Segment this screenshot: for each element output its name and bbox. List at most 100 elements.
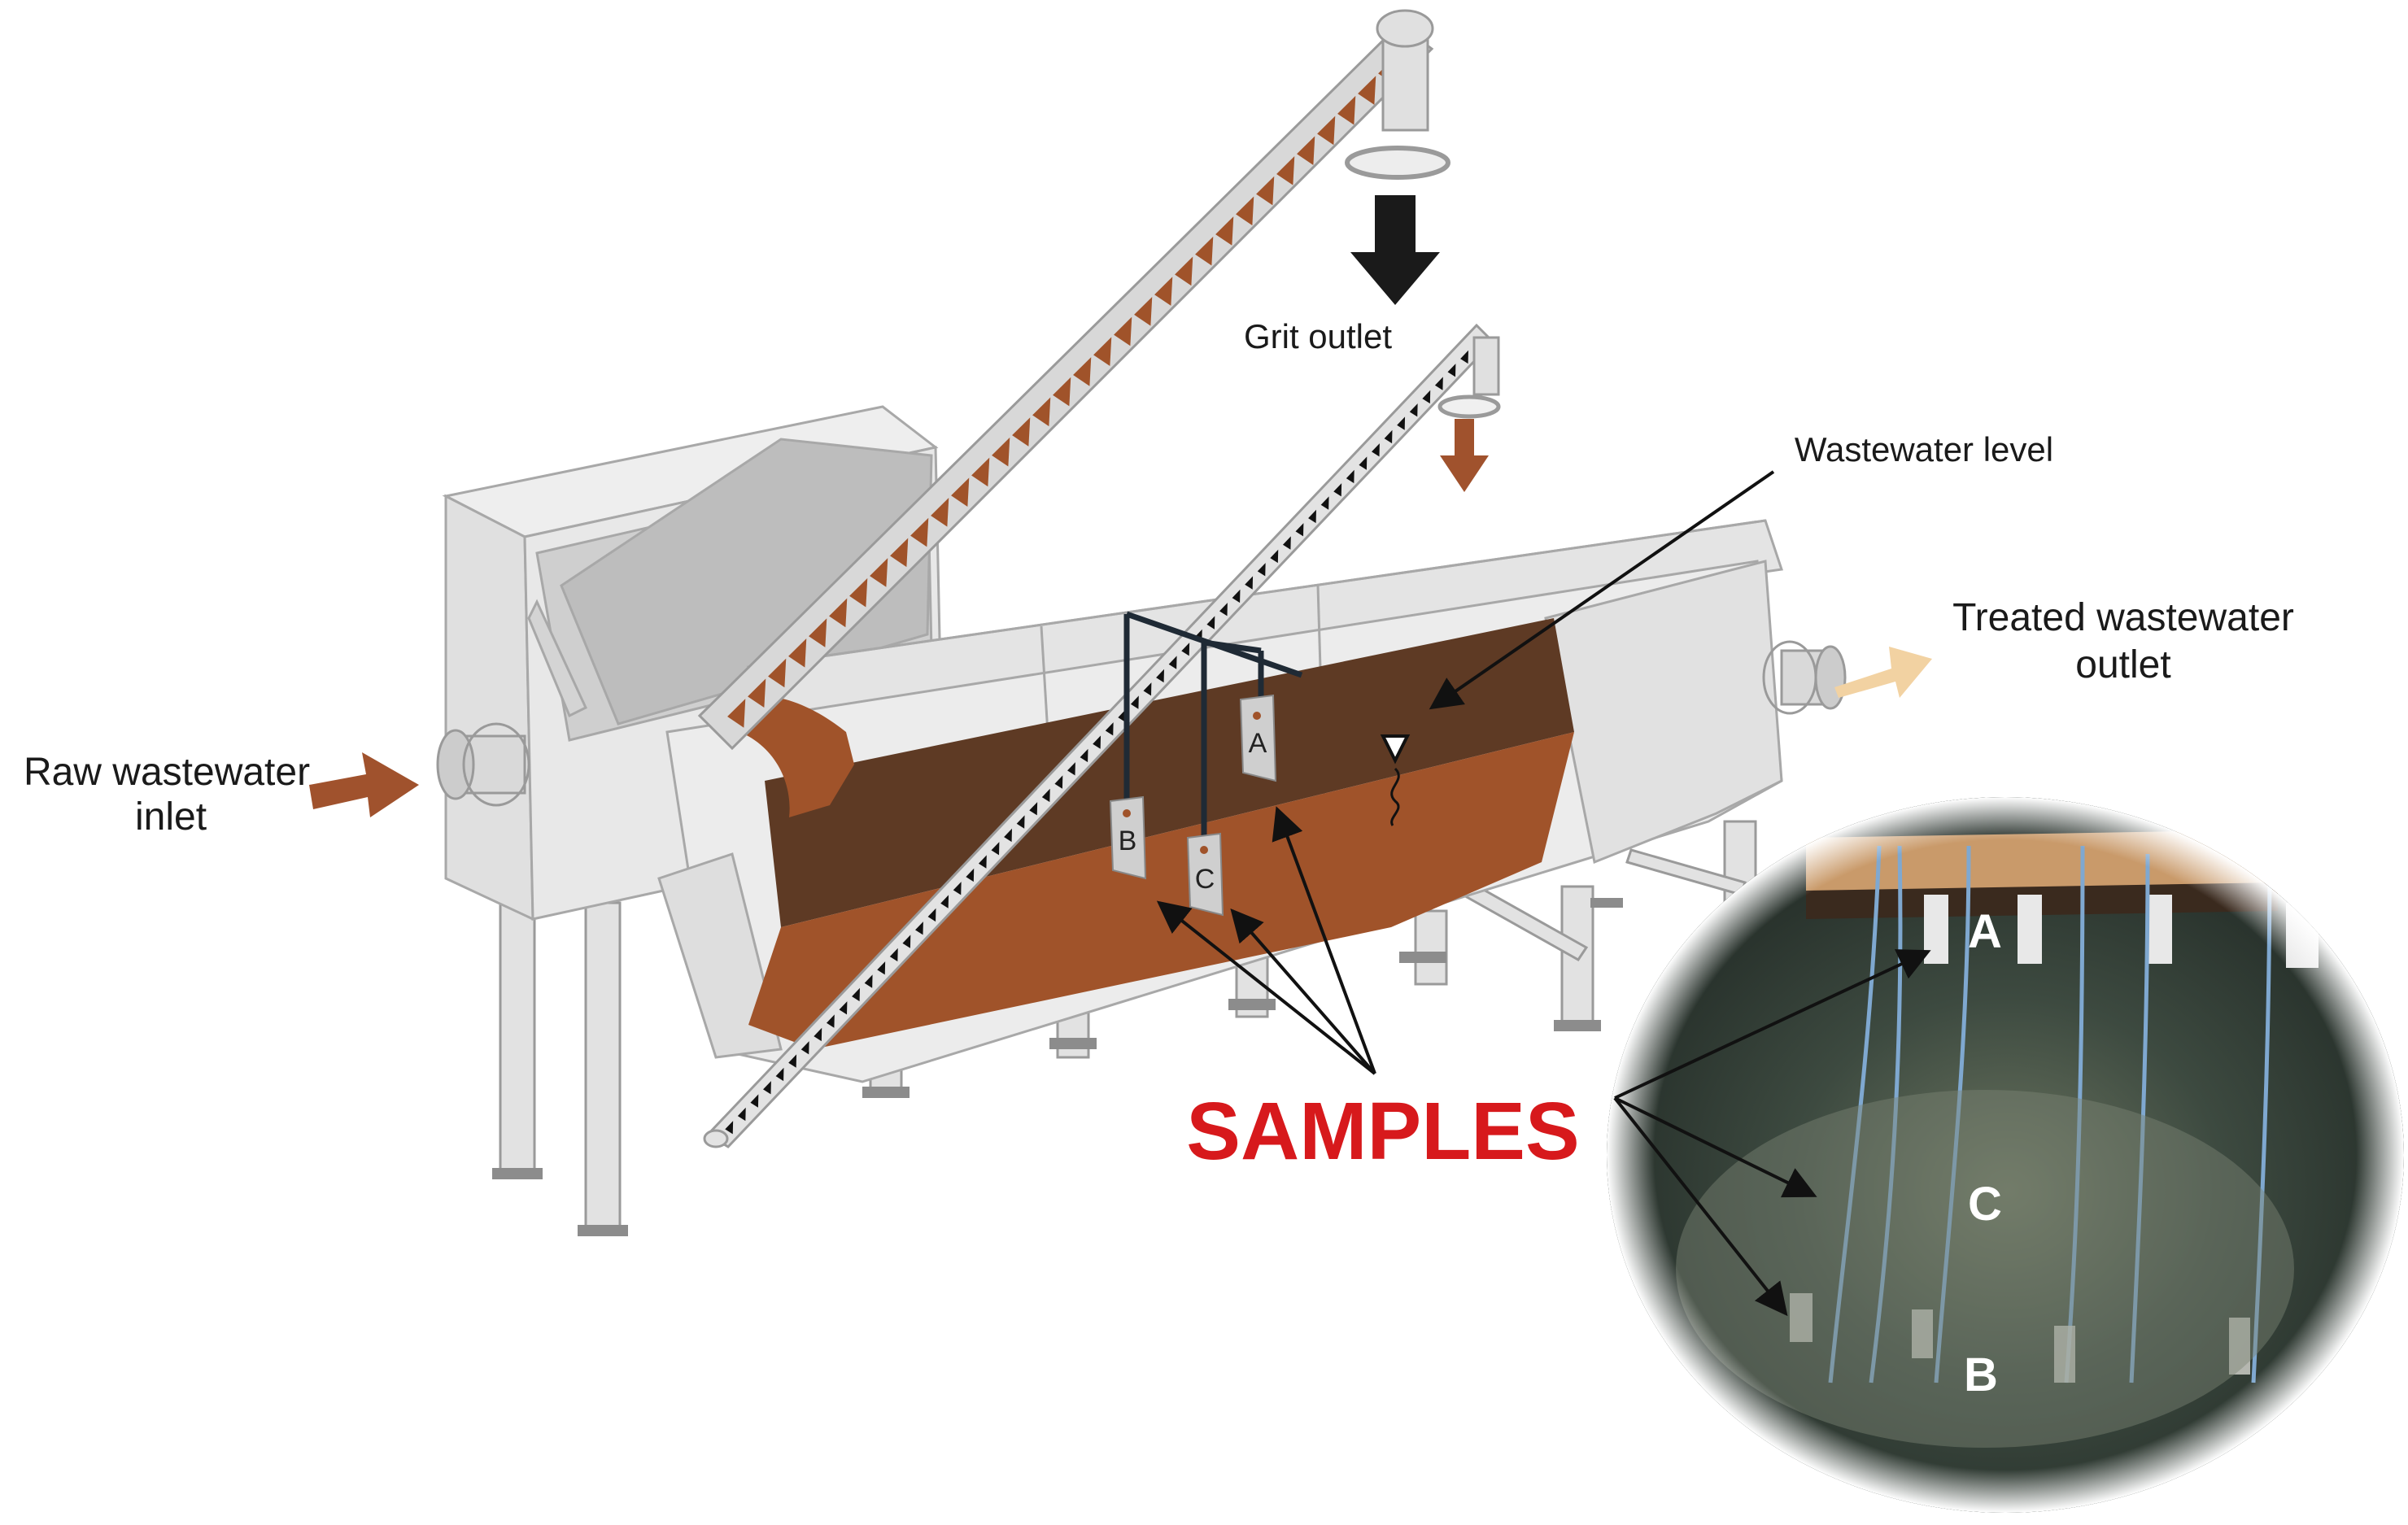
skimmer-flight <box>966 868 975 882</box>
water-level-symbol <box>1380 734 1411 826</box>
pointer-arrows <box>1156 470 1931 1317</box>
auger-flight <box>931 498 949 527</box>
skimmer-flight <box>839 1001 848 1015</box>
skimmer-flight <box>915 922 923 935</box>
skimmer-flight <box>763 1081 771 1095</box>
wastewater-layer <box>765 618 1574 927</box>
skimmer-flight <box>1029 802 1038 816</box>
sample-tag-c-label: C <box>1195 864 1215 895</box>
skimmer-flight <box>1422 390 1431 404</box>
auger-flight <box>1236 196 1254 226</box>
skimmer-flight <box>1308 509 1316 524</box>
samples-label: SAMPLES <box>1186 1086 1579 1177</box>
skimmer-flight <box>826 1014 835 1028</box>
skimmer-flight <box>978 855 987 869</box>
auger-flight <box>1337 95 1356 125</box>
skimmer-flight <box>877 961 886 975</box>
leg-feet <box>492 898 1769 1236</box>
auger-flight <box>809 618 827 647</box>
skimmer-flight <box>1105 722 1114 736</box>
raw-inlet-arrow <box>309 752 419 817</box>
skimmer-auger <box>703 323 1501 1148</box>
photo-label-c: C <box>1968 1178 2002 1231</box>
auger-flight <box>971 457 990 487</box>
auger-flight <box>1154 277 1173 306</box>
auger-flight <box>768 658 787 688</box>
auger-flight <box>748 678 766 708</box>
skimmer-outlet-arrow <box>1440 419 1489 492</box>
skimmer-flight <box>814 1027 822 1042</box>
sample-tag-b-label: B <box>1119 826 1137 856</box>
auger-flight <box>829 598 848 628</box>
skimmer-flight <box>927 908 936 922</box>
skimmer-flight <box>1016 815 1025 829</box>
auger-flight <box>870 558 888 587</box>
skimmer-flight <box>737 1107 746 1122</box>
skimmer-flight <box>1245 576 1254 590</box>
skimmer-flight <box>1080 748 1088 763</box>
skimmer-flight <box>1447 364 1456 377</box>
skimmer-flight <box>788 1054 797 1068</box>
auger-flight <box>1215 216 1234 246</box>
skimmer-flight <box>1460 350 1468 364</box>
sample-tags: A B C <box>1109 694 1277 917</box>
grit-auger-large <box>697 9 1450 751</box>
auger-flight <box>1134 296 1153 326</box>
treated-outlet-label-line1: Treated wastewater <box>1952 596 2294 639</box>
skimmer-flight <box>1282 536 1291 550</box>
auger-flight <box>1093 337 1112 367</box>
auger-flight <box>1276 156 1295 185</box>
grit-outlet-label: Grit outlet <box>1244 317 1392 355</box>
sample-tag-a: A <box>1239 694 1277 782</box>
skimmer-flight <box>889 948 898 962</box>
auger-flight <box>1297 136 1315 165</box>
skimmer-flight <box>1143 682 1152 696</box>
raw-inlet-label-line1: Raw wastewater <box>24 751 310 794</box>
skimmer-flight <box>1270 549 1279 564</box>
photo-label-b: B <box>1964 1349 1998 1401</box>
skimmer-flight <box>1359 456 1368 470</box>
auger-flight <box>910 517 929 547</box>
skimmer-flight <box>775 1067 784 1082</box>
auger-flight <box>1073 357 1092 386</box>
skimmer-flight <box>800 1041 809 1055</box>
auger-flight <box>788 638 807 668</box>
auger-flight <box>1358 76 1376 105</box>
raw-inlet-label-line2: inlet <box>135 795 207 839</box>
skimmer-flight <box>864 974 873 988</box>
sample-hanger <box>1123 611 1303 838</box>
sample-tag-a-label: A <box>1249 728 1267 759</box>
skimmer-flight <box>750 1094 759 1108</box>
skimmer-flight <box>1004 828 1012 843</box>
sample-photo-inset <box>1607 797 2404 1513</box>
auger-flight <box>890 538 909 568</box>
sample-tag-b: B <box>1109 795 1147 880</box>
skimmer-flight <box>1333 483 1342 497</box>
skimmer-flight <box>1409 403 1418 417</box>
sludge-layer <box>748 732 1574 1049</box>
skimmer-flight <box>1346 469 1354 484</box>
auger-flight <box>992 437 1010 467</box>
sample-tag-c: C <box>1186 832 1224 917</box>
skimmer-flight <box>1168 656 1177 669</box>
skimmer-flight <box>1397 416 1406 430</box>
treated-outlet-label-line2: outlet <box>2075 643 2170 686</box>
skimmer-flight <box>1434 377 1443 390</box>
auger-flight <box>1195 236 1214 266</box>
skimmer-flight <box>1257 563 1266 577</box>
wastewater-level-label: Wastewater level <box>1795 430 2053 468</box>
grit-outlet-arrow <box>1350 195 1440 305</box>
photo-label-a: A <box>1968 905 2002 958</box>
skimmer-flight <box>1320 496 1329 510</box>
skimmer-flight <box>1232 589 1241 603</box>
skimmer-flight <box>1295 523 1304 537</box>
treated-outlet-arrow <box>1834 647 1932 698</box>
auger-flight <box>951 477 970 507</box>
auger-flight <box>1317 115 1336 146</box>
skimmer-flight <box>902 935 911 948</box>
auger-flight <box>849 577 868 608</box>
skimmer-flight <box>1206 616 1215 630</box>
skimmer-flight <box>1219 603 1228 617</box>
auger-flight <box>1114 316 1132 346</box>
